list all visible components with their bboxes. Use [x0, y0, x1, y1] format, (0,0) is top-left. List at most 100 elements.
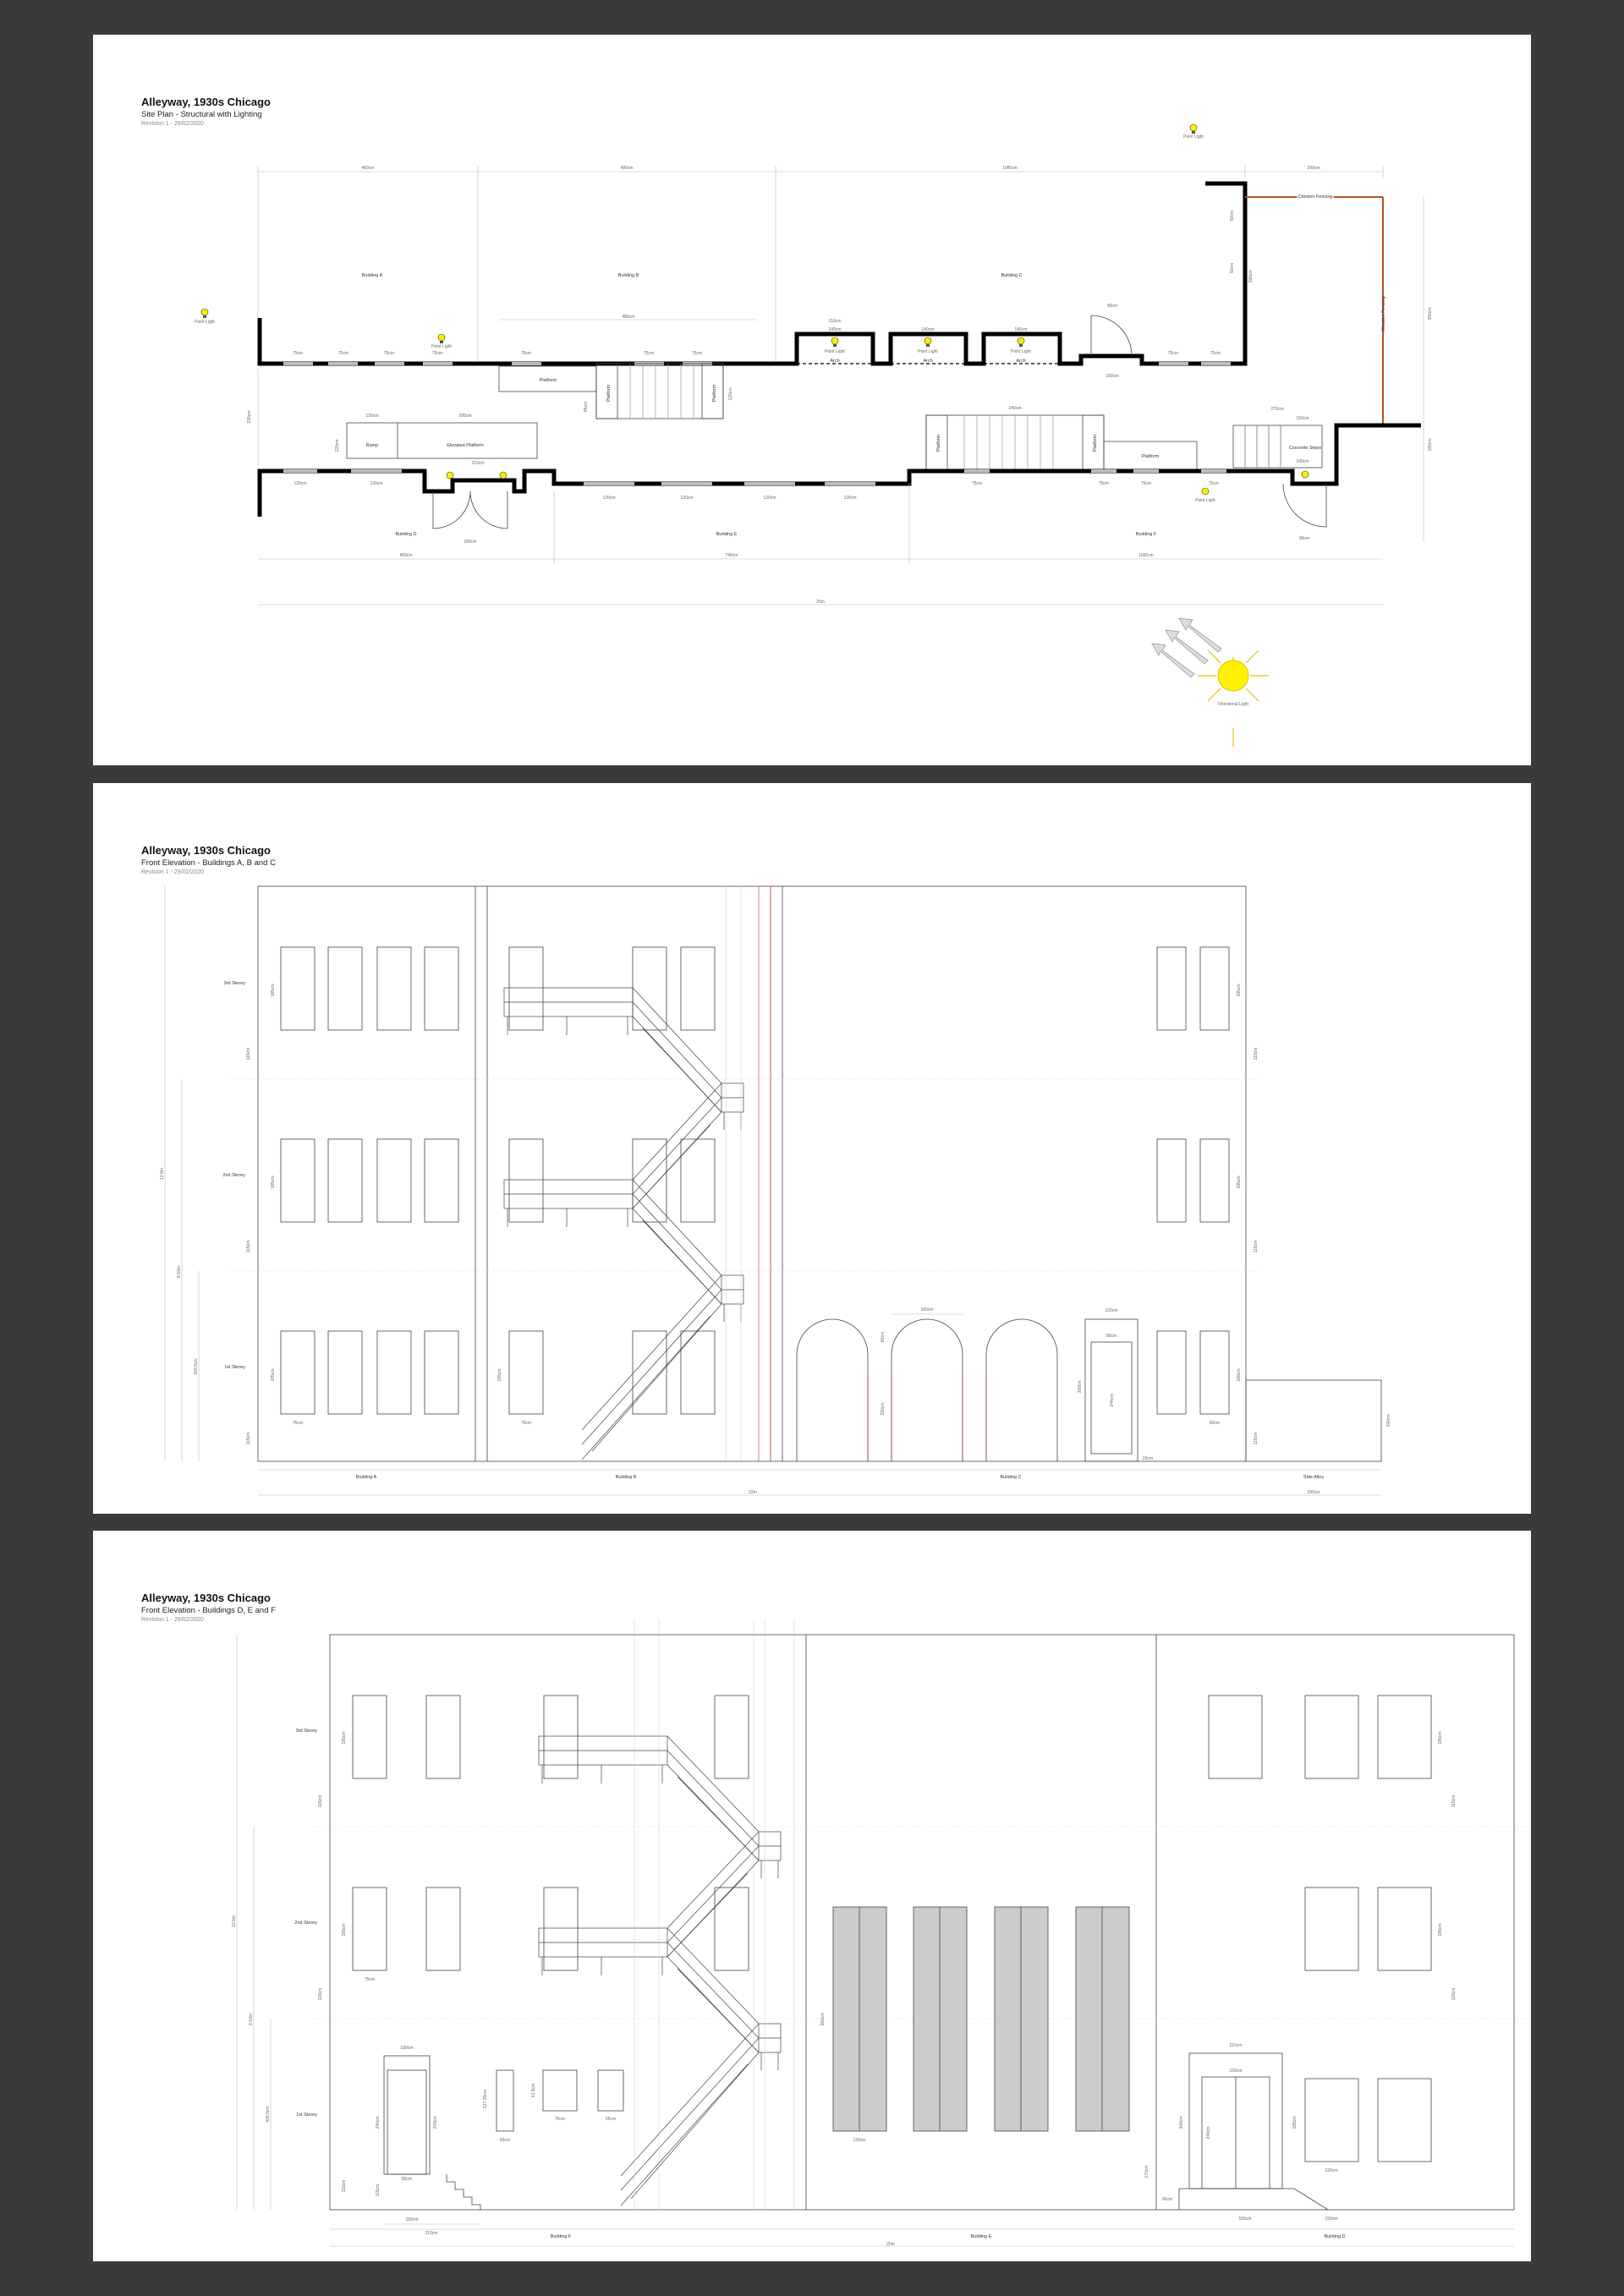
sheet-title: Alleyway, 1930s Chicago [141, 1592, 271, 1604]
svg-text:185cm: 185cm [1237, 1368, 1242, 1381]
svg-text:185cm: 185cm [271, 984, 276, 996]
svg-text:185cm: 185cm [271, 1175, 276, 1188]
door-d-left [432, 490, 471, 529]
sheet-header: Alleyway, 1930s Chicago Front Elevation … [141, 1592, 276, 1623]
building-b-label: Building B [618, 273, 639, 278]
svg-text:120cm: 120cm [1325, 2168, 1337, 2173]
svg-text:Platform: Platform [936, 434, 941, 452]
svg-text:150cm: 150cm [1296, 416, 1309, 421]
svg-text:50cm: 50cm [1230, 263, 1235, 273]
svg-text:180cm: 180cm [1428, 438, 1433, 451]
building-b-label: Building B [616, 1475, 637, 1480]
sheet-subtitle: Site Plan - Structural with Lighting [141, 110, 262, 119]
svg-text:Point Light: Point Light [1183, 134, 1204, 140]
sheet-header: Alleyway, 1930s Chicago Site Plan - Stru… [141, 96, 271, 127]
light-direction-arrow-icon [1151, 617, 1222, 678]
side-alley-label: Side Alley [1303, 1475, 1324, 1480]
svg-text:300cm: 300cm [1078, 1380, 1083, 1393]
sheet-title: Alleyway, 1930s Chicago [141, 96, 271, 108]
building-c-windows [1156, 946, 1230, 1415]
point-light-icon: Point Light [431, 333, 452, 349]
svg-text:150cm: 150cm [405, 2217, 418, 2222]
building-a-windows [280, 946, 459, 1415]
bottom-building-wall [257, 423, 1421, 517]
building-a-label: Building A [356, 1475, 377, 1480]
svg-text:185cm: 185cm [497, 1368, 502, 1381]
building-f-windows [352, 1695, 749, 1971]
concrete-steps [1232, 425, 1323, 469]
elevation-abc-drawing: 190cm 3rd Storey 2nd Storey 1st Storey 1… [160, 885, 1391, 1496]
point-light-icon [1301, 470, 1309, 479]
svg-text:244cm: 244cm [1206, 2126, 1211, 2139]
dim-b-width: 480cm [620, 166, 633, 171]
svg-text:90cm: 90cm [1299, 536, 1309, 541]
steps-d [1178, 2188, 1329, 2211]
svg-text:120cm: 120cm [294, 481, 306, 486]
svg-text:115cm: 115cm [342, 2180, 347, 2193]
arch-label-2: Arch [923, 359, 932, 364]
sheet-revision: Revision 1 - 29/02/2020 [141, 1617, 204, 1623]
arch-label-3: Arch [1016, 359, 1025, 364]
building-f-label: Building F [1136, 532, 1157, 537]
svg-text:Platform: Platform [540, 378, 557, 383]
steps-f [446, 2174, 481, 2210]
point-light-icon: Point Light [918, 337, 938, 354]
svg-text:Point Light: Point Light [918, 349, 938, 354]
svg-text:270cm: 270cm [433, 2116, 438, 2129]
svg-text:740cm: 740cm [725, 553, 738, 558]
svg-text:50cm: 50cm [1230, 211, 1235, 221]
svg-text:90cm: 90cm [1106, 1334, 1116, 1339]
side-alley-wall [1245, 1379, 1382, 1462]
svg-text:115cm: 115cm [376, 2184, 381, 2197]
svg-text:Point Light: Point Light [1195, 498, 1215, 503]
building-e-label: Building E [716, 532, 738, 537]
svg-text:25m: 25m [886, 2242, 895, 2247]
svg-text:1000cm: 1000cm [1138, 553, 1154, 558]
fire-escape-b [503, 987, 744, 1460]
chicken-fencing-label: Chicken Fencing [1298, 195, 1333, 200]
svg-text:55cm: 55cm [606, 2117, 616, 2122]
svg-text:210cm: 210cm [471, 461, 484, 466]
storey-1-label: 1st Storey [296, 2112, 317, 2118]
svg-text:20cm: 20cm [1143, 1456, 1153, 1461]
svg-text:115cm: 115cm [246, 1048, 251, 1060]
svg-text:150cm: 150cm [1238, 2217, 1251, 2222]
dim-a-width: 460cm [361, 166, 374, 171]
building-facade-outline [257, 885, 1247, 1462]
svg-text:185cm: 185cm [342, 1923, 347, 1936]
svg-text:185cm: 185cm [1237, 1175, 1242, 1188]
svg-text:80cm: 80cm [881, 1332, 886, 1342]
point-light-icon: Point Light [1183, 123, 1204, 140]
building-e-label: Building E [971, 2234, 992, 2239]
svg-text:426.5cm: 426.5cm [266, 2106, 271, 2122]
svg-text:115cm: 115cm [1254, 1048, 1259, 1060]
svg-text:115cm: 115cm [318, 1795, 323, 1808]
sun-icon: Directional Light [1198, 649, 1269, 747]
door-swing-c [1090, 315, 1133, 357]
storey-3-label: 3rd Storey [296, 1729, 318, 1734]
elevation-abc-sheet: Alleyway, 1930s Chicago Front Elevation … [93, 783, 1531, 1514]
point-light-icon: Point Light [1195, 487, 1215, 503]
svg-text:90cm: 90cm [1107, 304, 1117, 309]
wooden-fencing-label: Wooden Fencing [1381, 296, 1386, 331]
svg-text:460cm: 460cm [399, 553, 412, 558]
svg-text:270cm: 270cm [1270, 407, 1283, 412]
elevation-def-sheet: Alleyway, 1930s Chicago Front Elevation … [93, 1531, 1531, 2261]
door-d-right [469, 490, 508, 529]
bottom-windows [283, 469, 1226, 485]
svg-text:120cm: 120cm [1105, 1308, 1117, 1313]
sheet-revision: Revision 1 - 29/02/2020 [141, 121, 204, 127]
svg-text:75cm: 75cm [1210, 351, 1221, 356]
svg-text:210cm: 210cm [425, 2231, 437, 2236]
svg-text:61.5cm: 61.5cm [531, 2084, 536, 2097]
dim-c-width: 1080cm [1002, 166, 1018, 171]
svg-text:137.25cm: 137.25cm [483, 2090, 488, 2108]
point-light-icon: Point Light [1011, 337, 1031, 354]
svg-text:480cm: 480cm [622, 315, 634, 320]
svg-text:75cm: 75cm [293, 351, 303, 356]
svg-text:185cm: 185cm [1438, 1731, 1443, 1744]
point-light-icon [446, 471, 508, 479]
svg-text:120cm: 120cm [365, 414, 378, 419]
site-plan-sheet: Alleyway, 1930s Chicago Site Plan - Stru… [93, 35, 1531, 765]
building-e-shutters [832, 1906, 1130, 2132]
